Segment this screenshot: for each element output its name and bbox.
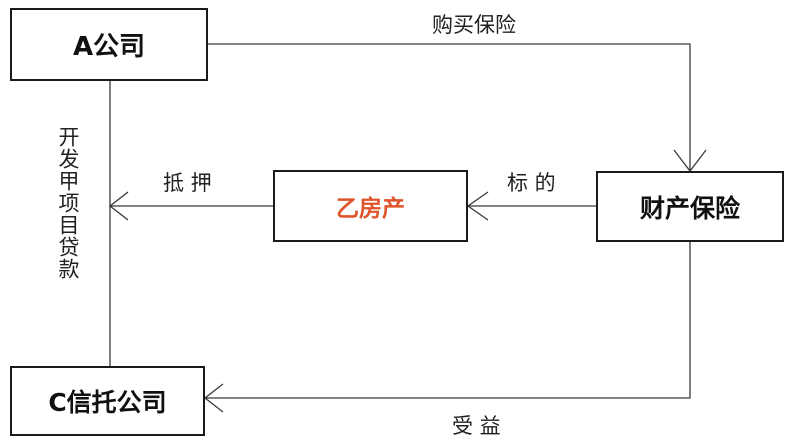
- edge-beneficiary-line: [205, 242, 691, 399]
- node-company-a-label: A公司: [72, 32, 146, 62]
- node-property-insurance-label: 财产保险: [639, 193, 740, 223]
- edge-subject-matter-arrowhead: [466, 191, 489, 221]
- edge-buy-insurance-line: [208, 43, 691, 171]
- node-property-b-label: 乙房产: [336, 196, 405, 222]
- node-trust-c: C信托公司: [10, 366, 205, 436]
- edge-beneficiary-label: 受 益: [452, 414, 501, 438]
- edge-buy-insurance-label: 购买保险: [432, 13, 516, 37]
- node-company-a: A公司: [10, 8, 208, 81]
- edge-loan-label: 开发甲项目贷款: [56, 126, 80, 280]
- node-property-insurance: 财产保险: [596, 171, 784, 242]
- edge-subject-matter-label: 标 的: [507, 171, 556, 195]
- node-trust-c-label: C信托公司: [48, 388, 167, 417]
- node-property-b: 乙房产: [273, 170, 468, 242]
- edge-beneficiary-arrowhead: [203, 383, 224, 413]
- edge-mortgage-label: 抵 押: [163, 171, 212, 195]
